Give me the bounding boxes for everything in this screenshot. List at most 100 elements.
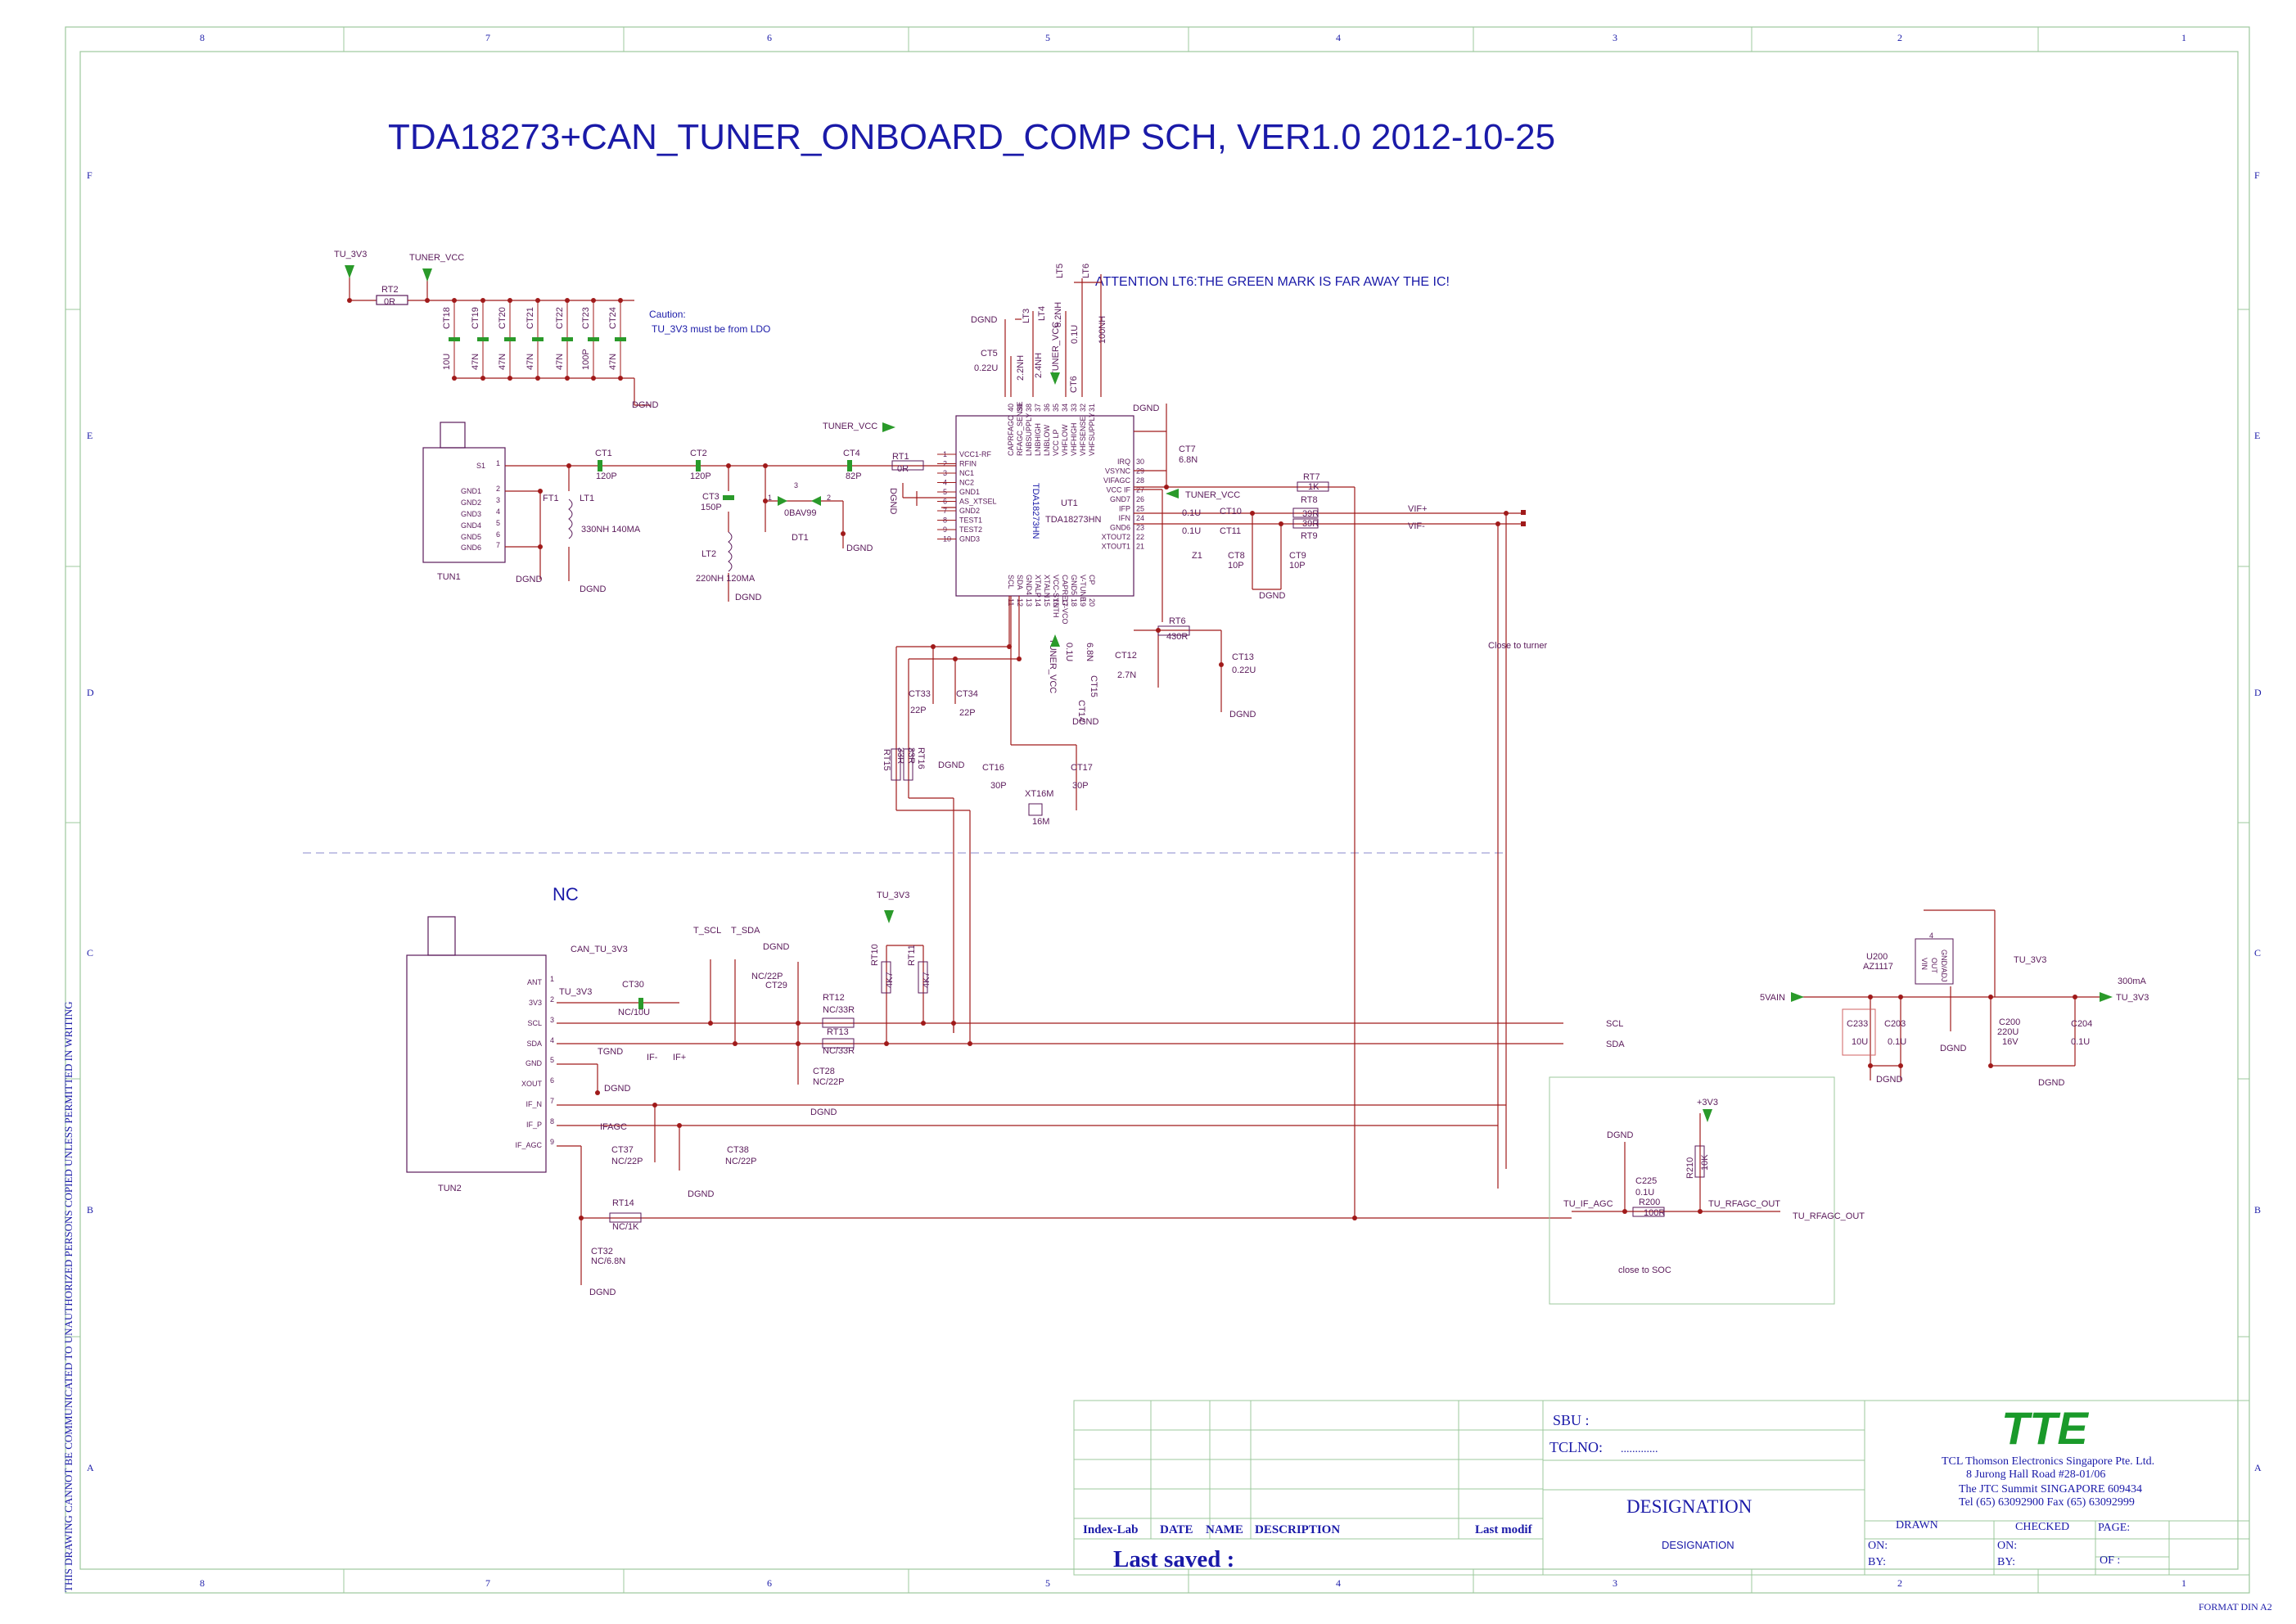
header-description: DESCRIPTION (1255, 1523, 1340, 1536)
decap-ref: CT18 (442, 307, 452, 329)
column-label-bottom: 8 (200, 1577, 205, 1589)
tuner2-pin-num: 7 (550, 1097, 554, 1105)
ic-pin-num: 22 (1136, 533, 1144, 541)
ct2-ref: CT2 (690, 449, 707, 458)
ct30-value: NC/10U (618, 1008, 650, 1017)
ic-pin-right: IRQ (1117, 458, 1130, 466)
dgnd-label-tun1: DGND (516, 575, 542, 584)
ic-top-wires (1004, 274, 1167, 488)
ct6-ref: CT6 (1069, 376, 1079, 393)
tuner-vcc-label-if: TUNER_VCC (1185, 490, 1240, 500)
junction-dot (1352, 1216, 1357, 1220)
junction-dot (921, 1021, 926, 1026)
company-line-2: 8 Jurong Hall Road #28-01/06 (1966, 1468, 2105, 1481)
page-of-label: OF : (2100, 1554, 2120, 1567)
u200-pin-out: OUT (1930, 958, 1938, 974)
column-markers (343, 27, 2039, 1593)
vif-plus-label: VIF+ (1408, 504, 1428, 514)
u200-part: AZ1117 (1863, 962, 1893, 972)
page-label: PAGE: (2098, 1522, 2130, 1534)
dt1-part: 0BAV99 (784, 508, 817, 518)
rt15-value: 33R (895, 747, 905, 764)
rt13-resistor (822, 1038, 855, 1049)
junction-dot (2073, 995, 2077, 999)
column-label-bottom: 6 (767, 1577, 772, 1589)
rt15-resistor (891, 748, 901, 781)
rt12-ref: RT12 (823, 993, 845, 1003)
junction-dot (1898, 1063, 1903, 1068)
column-label-bottom: 1 (2181, 1577, 2186, 1589)
tuner1-box (422, 422, 506, 563)
rt15-ref: RT15 (882, 749, 891, 771)
checked-on-label: ON: (1997, 1540, 2017, 1552)
junction-dot (968, 1041, 972, 1046)
ic-pin-bottom: XTALN (1043, 575, 1051, 598)
ic-pin-left: GND2 (959, 507, 980, 515)
junction-dot (347, 298, 352, 303)
tuner1-pin-label: S1 (476, 462, 485, 470)
junction-dot (1698, 1209, 1703, 1214)
dt1-ref: DT1 (792, 533, 809, 543)
junction-dot (953, 656, 958, 661)
rt16-value: 33R (906, 747, 916, 764)
tp-ifagc: IFAGC (600, 1122, 627, 1132)
tuner2-wires (557, 945, 1572, 1285)
column-label-bottom: 5 (1045, 1577, 1050, 1589)
row-label-left: C (87, 947, 93, 959)
ct30-ref: CT30 (622, 980, 644, 990)
can-tu3v3-label: CAN_TU_3V3 (571, 945, 628, 954)
ic-pin-right: GND7 (1110, 495, 1130, 503)
tuner-vcc-arrow-bottom (1050, 634, 1060, 647)
rt9-value: 39R (1302, 519, 1319, 529)
tuner-vcc-label-rf: TUNER_VCC (823, 422, 877, 431)
rt7-ref: RT7 (1303, 472, 1320, 482)
ct29-value: NC/22P (751, 972, 783, 981)
tu3v3-label-tun2: TU_3V3 (559, 987, 592, 997)
tuner2-pin-num: 6 (550, 1076, 554, 1085)
c233-ref: C233 (1847, 1019, 1868, 1029)
tu3v3-label-ldo: TU_3V3 (2014, 955, 2046, 965)
decap-ref: CT19 (471, 307, 480, 329)
lt5-ref: LT5 (1055, 264, 1065, 278)
ic-pin-num: 34 (1061, 404, 1069, 412)
ic-pin-num: 18 (1070, 598, 1078, 607)
tuner1-pin-num: 5 (496, 519, 500, 527)
ct15-label: CT15 (1089, 675, 1098, 697)
lt3-value: 2.2NH (1016, 355, 1026, 381)
tuner1-pin-num: 4 (496, 508, 500, 516)
ic-pin-top: LNBLOW (1043, 424, 1051, 456)
ic-pin-top: VHFSENSE (1079, 416, 1087, 456)
ft1-ref: FT1 (543, 494, 559, 503)
ic-pin-top: LNBSUPPLY (1025, 413, 1033, 456)
ct16-ref: CT16 (982, 763, 1004, 773)
dgnd-label-ldo1: DGND (1876, 1075, 1902, 1085)
tu-rfagc-out-label: TU_RFAGC_OUT (1708, 1199, 1780, 1209)
dt1-pin3: 3 (794, 481, 798, 489)
dgnd-label-xtal: DGND (938, 760, 964, 770)
ic-pin-right: VCC IF (1106, 486, 1130, 494)
power-arrow-tuner-vcc (422, 268, 432, 282)
c200-value: 220U (1997, 1027, 2019, 1037)
column-label-bottom: 7 (485, 1577, 490, 1589)
tuner-vcc-label-bottom: TUNER_VCC (1048, 638, 1058, 693)
drawing-frame (65, 26, 2250, 1594)
z1-ref: Z1 (1192, 551, 1202, 561)
ic-pin-num: 35 (1052, 404, 1060, 412)
ic-pin-right: XTOUT1 (1102, 543, 1130, 551)
tp-if-plus: IF+ (673, 1053, 686, 1062)
ic-pin-num: 14 (1034, 598, 1042, 607)
junction-dot (1017, 656, 1022, 661)
rt16-resistor (903, 748, 913, 781)
ic-pin-num: 36 (1043, 404, 1051, 412)
column-label-bottom: 3 (1613, 1577, 1617, 1589)
rt12-resistor (822, 1017, 855, 1028)
u200-pin-adj: GND/ADJ (1940, 950, 1948, 982)
rt12-value: NC/33R (823, 1005, 855, 1015)
ct2-cap (696, 460, 701, 471)
lt2-inductor (728, 531, 733, 572)
c225-value: 0.1U (1635, 1188, 1654, 1198)
ct34-value: 22P (959, 708, 976, 718)
ct3-cap (723, 495, 734, 500)
tuner1-pin-num: 1 (496, 459, 500, 467)
